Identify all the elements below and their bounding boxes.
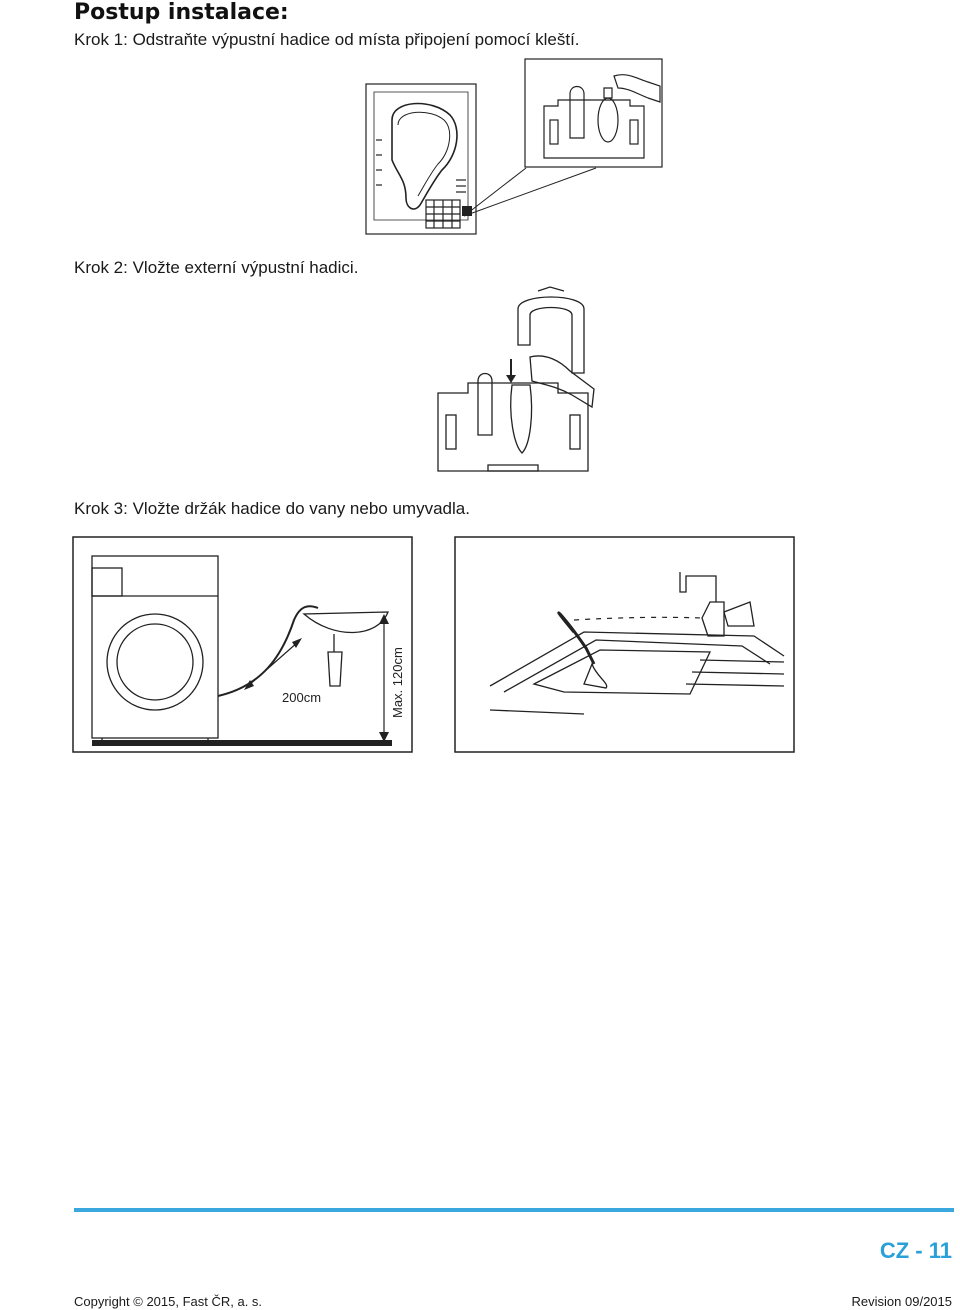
step-2-text: Krok 2: Vložte externí výpustní hadici.	[74, 258, 359, 277]
washer-sink-drain-illustration: 200cm Max. 120cm	[72, 536, 413, 753]
revision-text: Revision 09/2015	[851, 1294, 952, 1309]
hose-in-sink-illustration	[454, 536, 795, 753]
max-height-label: Max. 120cm	[390, 647, 405, 718]
hose-length-label: 200cm	[282, 690, 321, 705]
page-title: Postup instalace:	[74, 0, 289, 25]
copyright-text: Copyright © 2015, Fast ČR, a. s.	[74, 1294, 263, 1309]
step-1-text: Krok 1: Odstraňte výpustní hadice od mís…	[74, 30, 580, 49]
page-number: CZ - 11	[879, 1238, 952, 1263]
callout-lines	[463, 167, 597, 217]
hose-removal-detail	[524, 58, 663, 168]
footer-rule	[74, 1208, 954, 1212]
step-3-text: Krok 3: Vložte držák hadice do vany nebo…	[74, 499, 470, 518]
dryer-back-illustration	[365, 83, 477, 235]
hose-insertion-illustration	[437, 286, 595, 472]
